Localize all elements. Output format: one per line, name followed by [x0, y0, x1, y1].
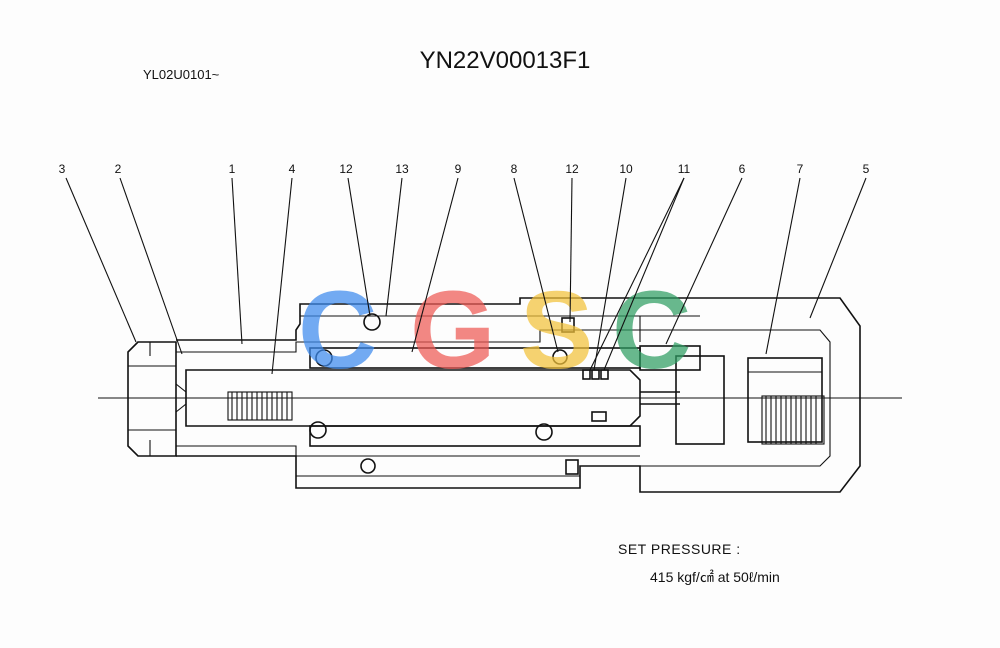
callout-4: 4 — [289, 162, 296, 176]
serial-range: YL02U0101~ — [143, 67, 220, 82]
callout-6: 6 — [739, 162, 746, 176]
callout-12-right: 12 — [565, 162, 579, 176]
piston-part-6 — [639, 345, 701, 405]
callout-12-left: 12 — [339, 162, 353, 176]
callout-3: 3 — [59, 162, 66, 176]
model-code: YN22V00013F1 — [420, 47, 591, 74]
set-pressure-label: SET PRESSURE : — [618, 541, 741, 557]
inner-spring — [227, 391, 293, 421]
cap-part-3 — [127, 341, 187, 457]
set-pressure-value: 415 kgf/㎠ at 50ℓ/min — [650, 569, 780, 585]
poppet-part-4 — [185, 369, 641, 427]
body-housing — [176, 297, 861, 493]
main-spring — [761, 395, 825, 445]
callout-8: 8 — [511, 162, 518, 176]
adjuster-part-7 — [675, 355, 823, 445]
callout-10: 10 — [619, 162, 633, 176]
callout-labels: 3 2 1 4 12 13 9 8 12 10 11 6 7 5 — [59, 162, 870, 176]
watermark-letter-s: S — [520, 269, 593, 392]
callout-13: 13 — [395, 162, 409, 176]
callout-1: 1 — [229, 162, 236, 176]
callout-9: 9 — [455, 162, 462, 176]
callout-5: 5 — [863, 162, 870, 176]
callout-2: 2 — [115, 162, 122, 176]
seal-rings — [309, 313, 579, 475]
watermark-letter-c: C — [298, 269, 377, 392]
watermark-letter-c2: C — [612, 269, 691, 392]
watermark: C G S C — [298, 269, 691, 392]
callout-7: 7 — [797, 162, 804, 176]
watermark-letter-g: G — [410, 269, 496, 392]
leader-lines — [65, 177, 867, 375]
callout-11: 11 — [678, 162, 691, 176]
